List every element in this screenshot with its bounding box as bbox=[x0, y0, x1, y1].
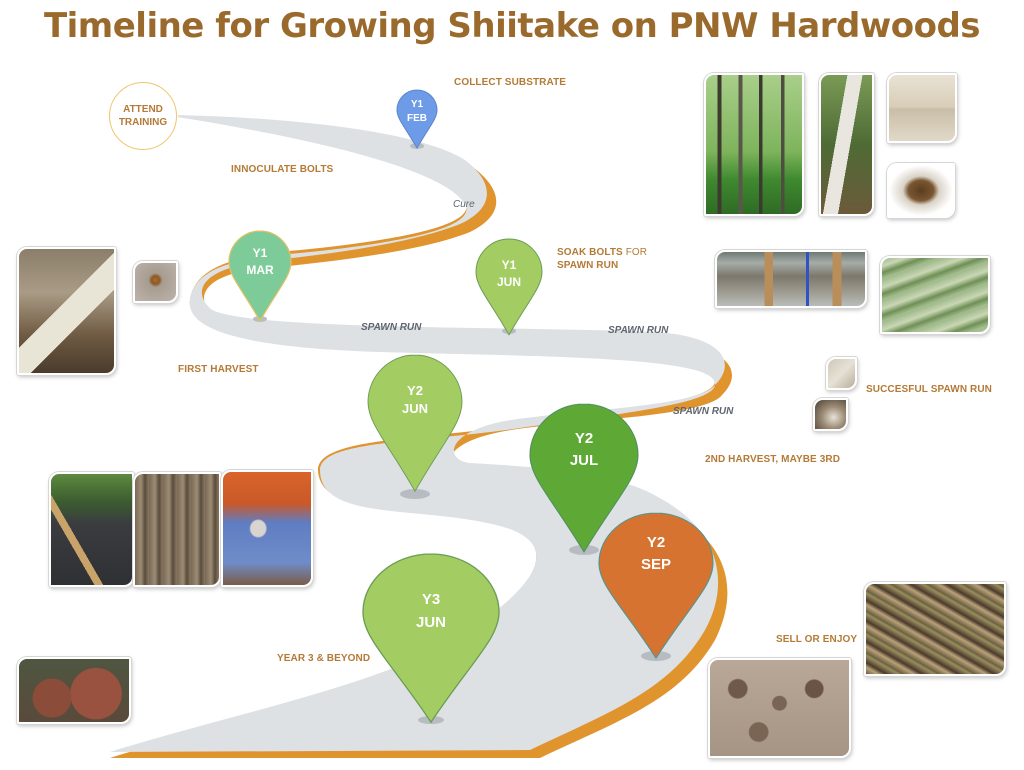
laying-bolts-photo bbox=[49, 472, 134, 587]
road-label-spawn-run-1: SPAWN RUN bbox=[361, 322, 422, 333]
pin-y1-mar[interactable] bbox=[229, 231, 291, 322]
pin-month: JUN bbox=[401, 401, 428, 416]
market-shiitake-photo bbox=[708, 658, 851, 758]
pin-y1-feb-label: Y1 FEB bbox=[397, 98, 437, 126]
pin-year: Y3 bbox=[421, 591, 441, 608]
pin-y2-jul-label: Y2 JUL bbox=[549, 428, 619, 472]
mycelium-photo-1 bbox=[826, 357, 857, 390]
page-title: Timeline for Growing Shiitake on PNW Har… bbox=[43, 6, 981, 46]
pin-year: Y2 bbox=[574, 430, 594, 447]
road-label-cure: Cure bbox=[453, 199, 475, 210]
road-surface bbox=[110, 115, 725, 752]
pin-y1-jun-label: Y1 JUN bbox=[484, 257, 534, 291]
pin-year: Y1 bbox=[410, 99, 424, 110]
pin-month: SEP bbox=[640, 556, 671, 573]
soak-bolts-for: FOR bbox=[622, 247, 648, 258]
spawn-bags-photo bbox=[887, 73, 957, 143]
pin-month: FEB bbox=[407, 113, 427, 124]
pin-year: Y1 bbox=[501, 258, 517, 272]
plug-hole-photo bbox=[133, 261, 178, 303]
alder-forest-photo bbox=[704, 73, 804, 216]
shiitake-on-log-photo bbox=[17, 657, 131, 724]
step-sell-or-enjoy: SELL OR ENJOY bbox=[776, 634, 858, 645]
pin-y1-mar-label: Y1 MAR bbox=[235, 245, 285, 279]
start-attend-training: ATTEND TRAINING bbox=[109, 82, 177, 150]
drilling-log-photo bbox=[17, 247, 116, 375]
pin-month: JUN bbox=[415, 614, 446, 631]
step-innoculate-bolts: INNOCULATE BOLTS bbox=[231, 164, 334, 175]
pin-year: Y2 bbox=[407, 383, 423, 398]
pin-month: JUN bbox=[496, 275, 521, 289]
pin-y1-jun[interactable] bbox=[476, 239, 542, 335]
plug-spawn-photo bbox=[887, 163, 955, 218]
road-label-spawn-run-3: SPAWN RUN bbox=[673, 406, 734, 417]
pin-month: JUL bbox=[569, 452, 599, 469]
start-line-2: TRAINING bbox=[118, 117, 168, 128]
pin-y3-jun-label: Y3 JUN bbox=[396, 588, 466, 634]
step-soak-bolts: SOAK BOLTS FOR SPAWN RUN bbox=[557, 246, 647, 272]
stacked-bolts-photo bbox=[133, 472, 221, 587]
pin-y1-feb[interactable] bbox=[397, 90, 437, 149]
step-first-harvest: FIRST HARVEST bbox=[178, 364, 259, 375]
pin-y2-jun-label: Y2 JUN bbox=[385, 382, 445, 418]
pin-y2-jul[interactable] bbox=[530, 404, 638, 555]
pin-month: MAR bbox=[246, 263, 274, 277]
step-second-harvest: 2ND HARVEST, MAYBE 3RD bbox=[705, 454, 841, 465]
mossy-bolts-photo bbox=[880, 256, 990, 334]
soak-bolts-bold: SOAK BOLTS bbox=[557, 247, 623, 258]
step-collect-substrate: COLLECT SUBSTRATE bbox=[454, 77, 567, 88]
road-label-spawn-run-2: SPAWN RUN bbox=[608, 325, 669, 336]
start-line-1: ATTEND bbox=[123, 104, 163, 115]
pin-y2-sep[interactable] bbox=[599, 513, 713, 661]
soaking-tank-photo bbox=[715, 250, 867, 308]
pin-year: Y1 bbox=[252, 246, 268, 260]
pin-y2-sep-label: Y2 SEP bbox=[621, 532, 691, 576]
pin-y3-jun[interactable] bbox=[363, 554, 499, 724]
harvesting-people-photo bbox=[221, 470, 313, 587]
pin-y2-jun[interactable] bbox=[368, 355, 462, 499]
soak-bolts-line2: SPAWN RUN bbox=[557, 260, 619, 271]
step-succesful-spawn-run: SUCCESFUL SPAWN RUN bbox=[866, 384, 992, 395]
mycelium-photo-2 bbox=[813, 398, 848, 431]
step-year3-beyond: YEAR 3 & BEYOND bbox=[277, 653, 371, 664]
pin-year: Y2 bbox=[646, 534, 666, 551]
cut-logs-photo bbox=[819, 73, 874, 216]
cooked-shiitake-photo bbox=[864, 582, 1006, 676]
